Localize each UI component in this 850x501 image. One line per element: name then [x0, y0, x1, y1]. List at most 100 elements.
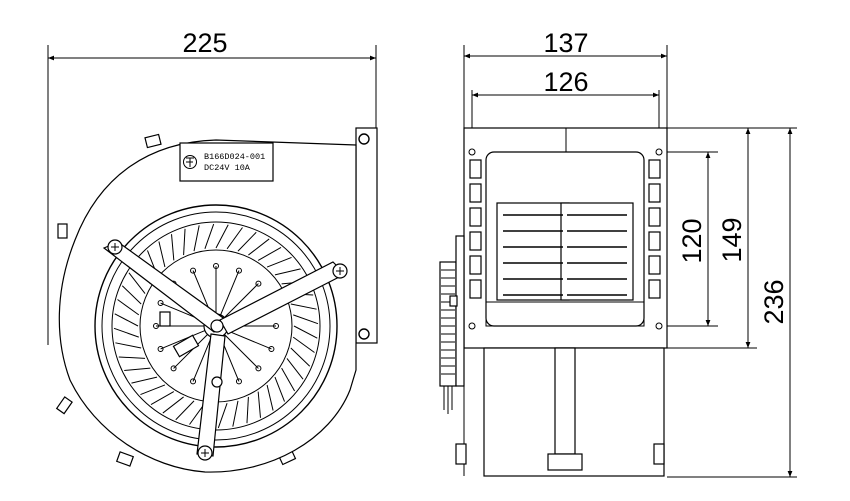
flange-hole	[468, 322, 476, 330]
impeller-blade	[274, 268, 301, 276]
hub-spoke	[226, 330, 272, 350]
impeller-blade	[292, 336, 315, 353]
vent-slot	[469, 231, 482, 251]
housing-tab	[115, 451, 135, 467]
vent-slot	[469, 159, 482, 179]
nameplate-model: B166D024-001	[204, 152, 265, 162]
connector-ribs	[441, 269, 455, 375]
brand-logo-mark	[186, 157, 194, 167]
impeller-blade	[124, 367, 151, 371]
impeller-blade	[237, 231, 257, 252]
impeller-blade	[131, 376, 158, 384]
dim-outlet-height: 120	[677, 218, 707, 263]
impeller-blade	[204, 223, 215, 249]
dim-total-height: 236	[759, 279, 789, 324]
inlet-ring-outer	[94, 204, 338, 448]
vent-slots-left	[469, 159, 482, 299]
impeller-blade	[281, 367, 296, 392]
impeller-blade	[274, 376, 286, 402]
spoke-tip	[273, 323, 279, 329]
connector-latch	[449, 295, 458, 307]
bracket-arm-bottom	[196, 333, 226, 457]
impeller-blade	[118, 356, 146, 359]
screw-slot	[111, 243, 119, 251]
impeller-blade	[286, 358, 304, 380]
side-tab	[455, 443, 467, 465]
side-view: 137 126 120 149 236	[439, 28, 797, 478]
impeller-blade	[215, 224, 229, 249]
spoke-tip	[235, 267, 242, 274]
side-tab	[653, 443, 665, 465]
impeller-blade	[193, 225, 200, 252]
nameplate-rating: DC24V 10A	[204, 163, 251, 173]
hub-spoke	[173, 334, 208, 369]
spoke-tip	[268, 345, 275, 352]
dim-flange-height: 149	[717, 217, 747, 262]
impeller-blade	[162, 396, 184, 414]
impeller-blade	[257, 246, 282, 261]
mounting-flange	[355, 127, 378, 344]
spoke-tip	[153, 323, 159, 329]
spoke-tip	[170, 365, 177, 372]
housing-tab	[57, 223, 68, 239]
spoke-tip	[255, 365, 262, 372]
hub-spoke	[224, 334, 259, 369]
impeller-blade	[113, 327, 139, 338]
screw-slot	[336, 267, 344, 275]
vent-slot	[469, 279, 482, 299]
impeller-blade	[293, 314, 319, 325]
vent-slot	[648, 279, 661, 299]
screw-icon	[211, 376, 223, 388]
impeller-right-half	[560, 202, 634, 301]
terminal-block	[159, 311, 171, 327]
inlet-ring-mid	[101, 211, 331, 441]
motor-base	[547, 453, 583, 471]
impeller-blade	[257, 391, 261, 418]
brand-logo-icon	[183, 155, 197, 169]
impeller-blade	[128, 272, 146, 294]
impeller-blade	[232, 400, 239, 427]
spoke-tip	[255, 280, 262, 287]
housing-tab	[55, 396, 73, 415]
hub-spoke	[160, 330, 206, 350]
lead-wires	[443, 386, 453, 414]
hub-spoke	[192, 336, 212, 382]
spoke-tip	[157, 300, 164, 307]
motor-shaft-housing	[554, 347, 576, 455]
impeller-left-half	[496, 202, 570, 301]
impeller-blade	[266, 256, 292, 268]
outlet-lip	[485, 301, 645, 327]
vent-slot	[469, 183, 482, 203]
housing-tab	[144, 133, 162, 149]
impeller-blade	[150, 391, 175, 406]
impeller-blade	[158, 241, 166, 268]
spoke-tip	[190, 267, 197, 274]
impeller-blade	[266, 384, 274, 411]
front-view: 225 B166D024-001 DC24V 10A	[47, 28, 378, 473]
vent-slot	[648, 231, 661, 251]
nameplate	[179, 142, 274, 182]
vent-slots-right	[648, 159, 661, 299]
hub-spoke	[224, 283, 259, 318]
spoke-tip	[213, 263, 219, 269]
flange-hole	[468, 148, 476, 156]
motor-connector	[439, 261, 457, 387]
impeller-blade	[248, 238, 270, 256]
spoke-tip	[157, 345, 164, 352]
dim-side-inner-width: 126	[543, 67, 588, 97]
impeller-blade	[290, 303, 317, 310]
vent-slot	[648, 207, 661, 227]
flange-hole	[655, 322, 663, 330]
dim-front-width: 225	[182, 28, 227, 58]
impeller-blade	[115, 342, 142, 349]
vent-slot	[648, 159, 661, 179]
screw-icon	[210, 319, 224, 333]
flange-hole-bottom	[358, 328, 370, 340]
connector-plate	[455, 235, 465, 387]
hub-spoke	[220, 270, 240, 316]
spoke-tip	[190, 378, 197, 385]
screw-slot	[201, 449, 209, 457]
impeller-blade	[183, 228, 186, 256]
impeller-blade	[114, 313, 139, 327]
